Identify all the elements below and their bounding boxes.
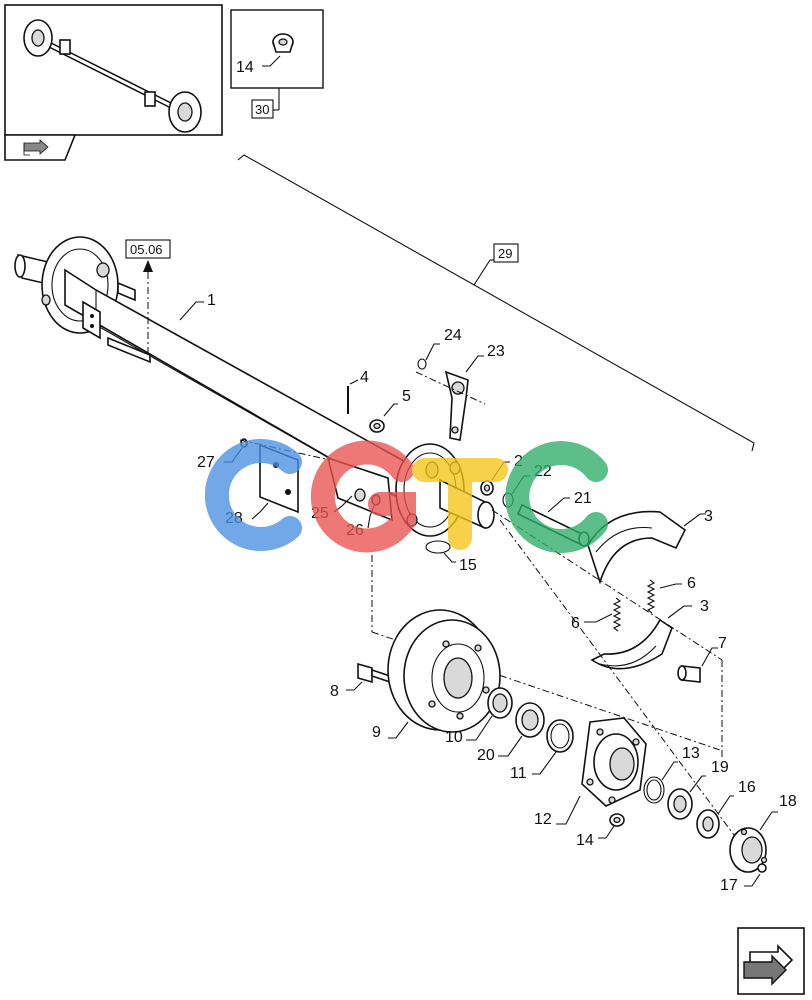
ref-box-30[interactable]	[251, 99, 274, 119]
part-labels: 1 2 3 3 4 5 6 6 7 8 9 10 11 12 13 14 15 …	[179, 292, 797, 894]
part-20-bearing	[498, 702, 545, 757]
part-5-bushing	[369, 403, 398, 433]
overview-thumbnail[interactable]	[4, 4, 223, 161]
label-part-8: 8	[330, 683, 339, 700]
axle-beam	[14, 236, 421, 512]
label-part-15: 15	[459, 557, 477, 574]
label-part-6-a: 6	[687, 575, 696, 592]
label-part-17: 17	[720, 877, 738, 894]
label-part-3-upper: 3	[704, 508, 713, 525]
label-part-20: 20	[477, 747, 495, 764]
part-15-ring	[425, 540, 456, 563]
label-part-4: 4	[360, 369, 369, 386]
ref-0506-pointer: 05.06	[125, 239, 171, 355]
part-6-spring-a	[646, 579, 682, 614]
part-23-slack-adjuster	[415, 355, 486, 441]
label-part-27: 27	[197, 454, 215, 471]
watermark-logo	[204, 439, 608, 553]
ref-label-29: 29	[498, 246, 512, 261]
part-18-hub-cap	[729, 811, 778, 873]
label-part-19: 19	[711, 759, 729, 776]
label-part-9: 9	[372, 724, 381, 741]
ref-label-30: 30	[255, 102, 269, 117]
part-9-brake-drum	[387, 609, 501, 739]
label-part-16: 16	[738, 779, 756, 796]
part-16-axle-nut	[696, 795, 734, 839]
group-bracket-29: 29	[237, 154, 755, 452]
part-19-bearing	[667, 775, 706, 820]
part-14-stud-nut	[598, 813, 625, 839]
watermark-c-blue	[204, 439, 302, 551]
watermark-c-green	[505, 441, 608, 553]
prev-page-arrow-icon[interactable]	[23, 139, 49, 156]
part-7-roller	[677, 647, 718, 683]
label-part-13: 13	[682, 745, 700, 762]
part-6-spring-b	[584, 597, 622, 632]
next-page-arrow-icon[interactable]	[737, 927, 805, 995]
label-part-5: 5	[402, 388, 411, 405]
label-part-6-b: 6	[571, 615, 580, 632]
part-10-seal	[466, 687, 513, 741]
detail-box-part-14: 14 30	[230, 9, 324, 119]
label-part-7: 7	[718, 635, 727, 652]
label-part-14-detail: 14	[236, 59, 254, 76]
part-13-ring	[643, 761, 678, 804]
part-4-pin	[347, 379, 359, 414]
part-12-wheel-hub	[556, 717, 647, 825]
label-part-3-lower: 3	[700, 598, 709, 615]
label-part-1: 1	[207, 292, 216, 309]
label-part-24: 24	[444, 327, 462, 344]
ref-box-0506[interactable]	[125, 239, 171, 259]
label-part-21: 21	[574, 490, 592, 507]
part-3-brake-shoe-lower	[590, 605, 692, 670]
part-17-screw	[744, 863, 767, 887]
ref-label-0506: 05.06	[130, 242, 163, 257]
label-part-12: 12	[534, 811, 552, 828]
part-24-clip	[417, 343, 440, 370]
watermark-g-red	[310, 440, 416, 553]
label-part-14-hub: 14	[576, 832, 594, 849]
ref-box-29[interactable]	[493, 243, 519, 263]
part-11-ring	[532, 719, 574, 775]
label-part-23: 23	[487, 343, 505, 360]
watermark-t-yellow	[412, 458, 508, 550]
label-part-11: 11	[510, 765, 527, 782]
label-part-10: 10	[445, 729, 463, 746]
label-part-18: 18	[779, 793, 797, 810]
